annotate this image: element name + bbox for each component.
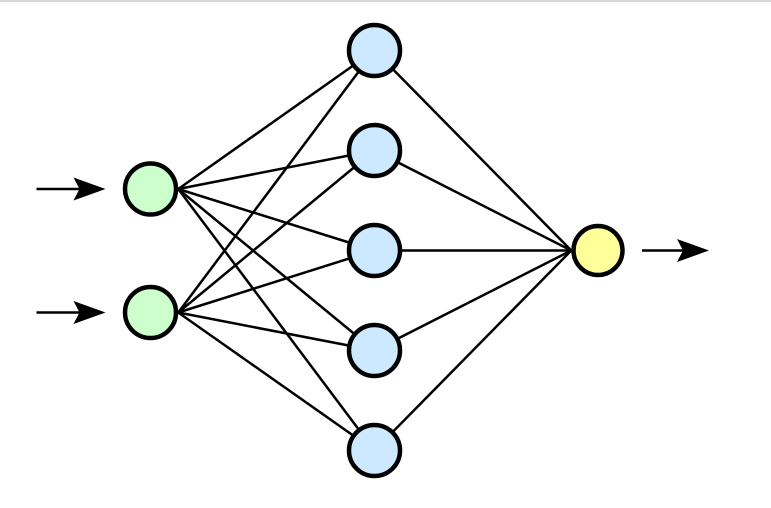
edge-in1-h2 — [178, 149, 375, 191]
edge-h2-out1 — [373, 149, 572, 252]
top-border-line — [0, 0, 771, 2]
edge-in1-h5 — [177, 188, 376, 452]
output-node-1 — [571, 223, 625, 278]
edge-h1-out1 — [373, 49, 573, 252]
edge-in2-h4 — [178, 311, 375, 352]
hidden-node-4 — [346, 322, 403, 379]
edge-in1-h1 — [177, 49, 376, 191]
edge-h4-out1 — [373, 249, 572, 352]
input-arrow-1-head-icon — [73, 177, 106, 201]
input-node-1 — [122, 161, 179, 217]
input-node-2 — [122, 284, 179, 341]
edge-in2-h2 — [177, 149, 376, 314]
hidden-node-2 — [346, 122, 403, 179]
edge-in1-h4 — [177, 188, 376, 352]
edge-in2-h1 — [177, 49, 376, 314]
edge-in2-h3 — [177, 249, 375, 314]
edge-in2-h5 — [177, 311, 376, 452]
hidden-node-3 — [346, 222, 403, 279]
edge-in1-h3 — [177, 187, 375, 252]
input-arrow-2-head-icon — [73, 301, 106, 324]
hidden-node-5 — [346, 422, 403, 479]
hidden-node-1 — [346, 22, 403, 79]
edge-h5-out1 — [373, 249, 573, 452]
output-arrow-head-icon — [677, 239, 709, 262]
